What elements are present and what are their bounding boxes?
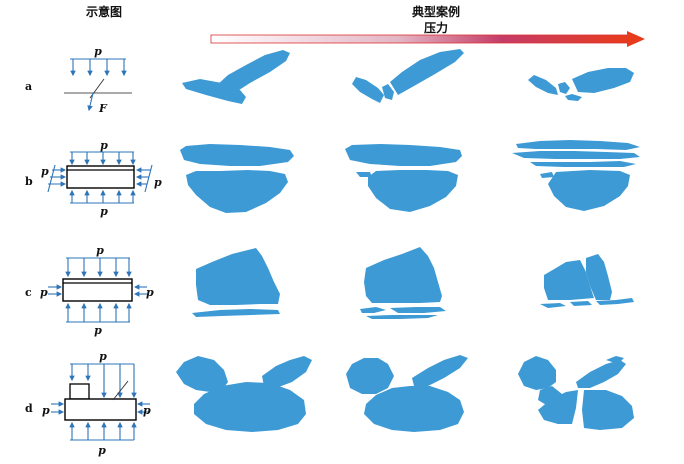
force-label-a: F <box>98 102 108 115</box>
schematic-c: p p p p <box>40 244 154 337</box>
load-label-b-bottom: p <box>100 205 108 218</box>
row-label-a: a <box>25 80 32 93</box>
header-pressure: 压力 <box>424 20 448 35</box>
case-b-1 <box>180 144 294 213</box>
load-label-b-top: p <box>100 139 108 152</box>
pressure-gradient-arrow <box>210 31 645 47</box>
load-label-d-right: p <box>143 404 151 417</box>
case-b-2 <box>345 144 462 212</box>
case-a-1 <box>182 50 290 104</box>
load-label-b-right: p <box>154 176 162 189</box>
schematic-d: p p p p <box>42 350 151 457</box>
load-label-c-right: p <box>146 286 154 299</box>
header-schematic: 示意图 <box>85 4 122 19</box>
case-c-1 <box>192 248 280 317</box>
load-label-c-bottom: p <box>94 324 102 337</box>
load-label-b-left: p <box>41 165 49 178</box>
case-d-1 <box>176 356 312 432</box>
case-c-2 <box>360 247 446 319</box>
load-label-d-top: p <box>99 350 107 363</box>
schematic-a: p F <box>64 45 132 115</box>
load-label-a: p <box>94 45 102 58</box>
case-d-3 <box>518 356 634 430</box>
load-label-c-left: p <box>40 286 48 299</box>
row-label-d: d <box>25 402 33 415</box>
case-b-3 <box>512 140 640 211</box>
load-label-d-bottom: p <box>98 444 106 457</box>
case-a-2 <box>352 49 464 103</box>
case-c-3 <box>540 254 634 308</box>
case-a-3 <box>528 68 634 101</box>
row-label-b: b <box>25 175 33 188</box>
load-label-d-left: p <box>42 404 50 417</box>
row-label-c: c <box>25 286 32 299</box>
schematic-b: p p p p <box>41 139 162 218</box>
header-cases: 典型案例 <box>412 4 460 19</box>
case-d-2 <box>346 355 468 432</box>
load-label-c-top: p <box>96 244 104 257</box>
